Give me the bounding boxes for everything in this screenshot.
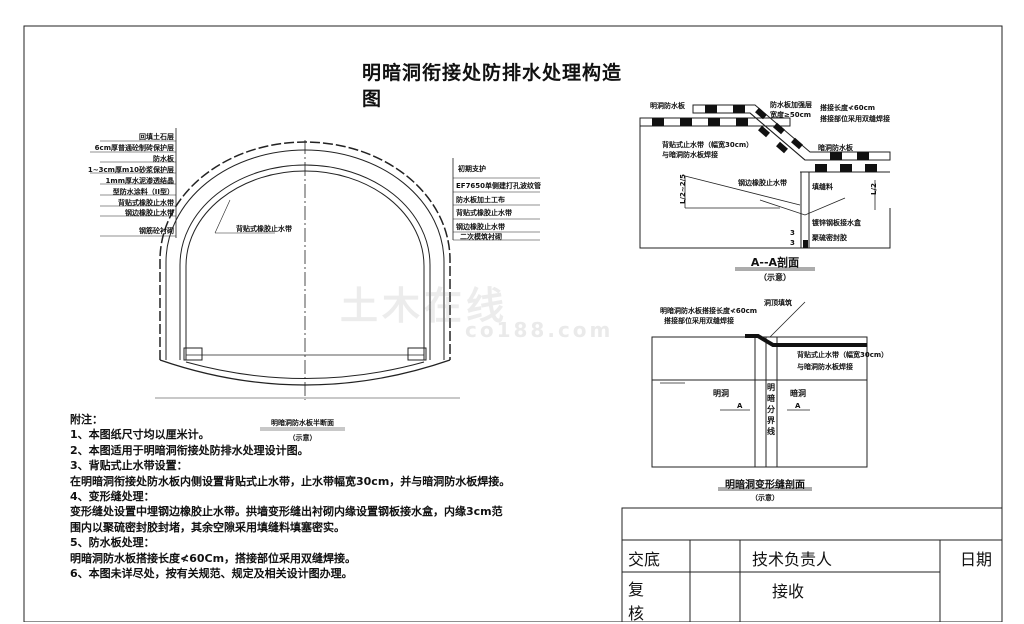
label: 镀锌钢板接水盒: [812, 219, 861, 227]
note-line: 围内以聚硫密封胶封堵，其余空隙采用填缝料填塞密实。: [70, 520, 345, 534]
handover-label: 交底: [628, 550, 661, 569]
label: 防水板加强层: [770, 101, 812, 109]
joint-section-caption-sub: （示意）: [751, 494, 779, 502]
receive-label: 接收: [772, 582, 805, 601]
joint-section-caption: 明暗洞变形缝剖面: [725, 480, 805, 491]
drawing-frame: [23, 25, 1003, 622]
label: 明洞: [713, 389, 729, 398]
section-mark: A: [737, 402, 743, 410]
label: 1mm厚水泥渗透结晶: [105, 177, 174, 185]
note-line: 4、变形缝处理：: [70, 490, 155, 504]
label: 背贴式橡胶止水带: [236, 225, 292, 233]
title-block: [621, 507, 1003, 622]
tech-lead-label: 技术负责人: [752, 550, 833, 569]
label: 聚硫密封胶: [812, 234, 847, 242]
note-line: 在明暗洞衔接处防水板内侧设置背贴式止水带，止水带幅宽30cm，并与暗洞防水板焊接…: [70, 474, 511, 488]
label: 搭接部位采用双缝焊接: [820, 115, 890, 123]
label: 型防水涂料（II型）: [112, 188, 174, 196]
drawing-title-cont: 图: [362, 88, 382, 110]
label: 钢边橡胶止水带: [125, 209, 174, 217]
label: 明暗洞防水板搭接长度≮60cm: [660, 307, 758, 315]
note-line: 变形缝处设置中埋钢边橡胶止水带。拱墙变形缝出衬砌内缘设置钢板接水盒，内缘3cm范: [70, 505, 503, 519]
note-line: 6、本图未详尽处，按有关规范、规定及相关设计图办理。: [70, 567, 353, 581]
label: 与暗洞防水板焊接: [797, 363, 853, 371]
tunnel-cross-section: [90, 128, 540, 431]
note-line: 3、背贴式止水带设置：: [70, 459, 188, 473]
label: 暗洞防水板: [818, 144, 853, 152]
label: 洞顶填筑: [764, 299, 792, 307]
watermark-sub: co188.com: [465, 318, 614, 342]
drawing-title: 明暗洞衔接处防排水处理构造: [362, 62, 623, 84]
label: 填缝料: [812, 183, 833, 191]
notes-heading: 附注：: [70, 413, 103, 426]
label: 1~3cm厚m10砂浆保护层: [87, 166, 174, 174]
note-line: 2、本图适用于明暗洞衔接处防排水处理设计图。: [70, 443, 309, 457]
dimension: L/2~2/5: [679, 173, 688, 205]
section-aa-caption-sub: （示意）: [759, 273, 791, 282]
label: 6cm厚普通砼制砖保护层: [94, 144, 174, 152]
label: 背贴式止水带（幅宽30cm）: [662, 141, 754, 149]
cross-section-caption: 明暗洞防水板半断面: [271, 419, 334, 427]
dimension: L/2: [869, 183, 878, 195]
label: 宽度≥50cm: [770, 111, 812, 119]
label: 与暗洞防水板焊接: [662, 151, 718, 159]
review-label-2: 核: [628, 604, 645, 623]
section-aa-caption: A--A剖面: [750, 256, 800, 269]
label: 钢边橡胶止水带: [738, 179, 787, 187]
label: 搭接长度≮60cm: [820, 104, 876, 112]
section-aa-drawing: [639, 104, 891, 271]
label: EF7650单侧建打孔波纹管: [456, 182, 542, 190]
cross-section-caption-sub: （示意）: [288, 434, 317, 442]
notes: 附注： 1、本图纸尺寸均以厘米计。 2、本图适用于明暗洞衔接处防排水处理设计图。…: [70, 412, 510, 581]
watermark: 土木在线: [340, 284, 509, 328]
label: 钢边橡胶止水带: [456, 223, 505, 231]
label: 二次模筑衬砌: [460, 233, 502, 241]
section-mark: A: [795, 402, 801, 410]
label: 防水板加土工布: [456, 196, 505, 204]
label: 初期支护: [458, 165, 486, 173]
label: 回填土石层: [139, 133, 174, 141]
boundary-label: 明暗分界线: [767, 383, 775, 436]
label: 背贴式橡胶止水带: [456, 209, 512, 217]
label: 暗洞: [790, 389, 806, 398]
note-line: 1、本图纸尺寸均以厘米计。: [70, 428, 210, 442]
label: 明洞防水板: [650, 102, 685, 110]
dimension: 3: [790, 239, 795, 247]
dimension: 3: [790, 229, 795, 237]
label: 搭接部位采用双缝焊接: [664, 317, 734, 325]
date-label: 日期: [960, 550, 993, 569]
label: 防水板: [153, 155, 174, 163]
label: 钢筋砼衬砌: [139, 227, 174, 235]
label: 背贴式橡胶止水带: [118, 199, 174, 207]
review-label-1: 复: [628, 580, 645, 599]
label: 背贴式止水带（幅宽30cm）: [797, 351, 889, 359]
joint-section-drawing: [651, 301, 868, 491]
note-line: 5、防水板处理：: [70, 536, 155, 550]
note-line: 明暗洞防水板搭接长度≮60Cm，搭接部位采用双缝焊接。: [70, 551, 357, 565]
